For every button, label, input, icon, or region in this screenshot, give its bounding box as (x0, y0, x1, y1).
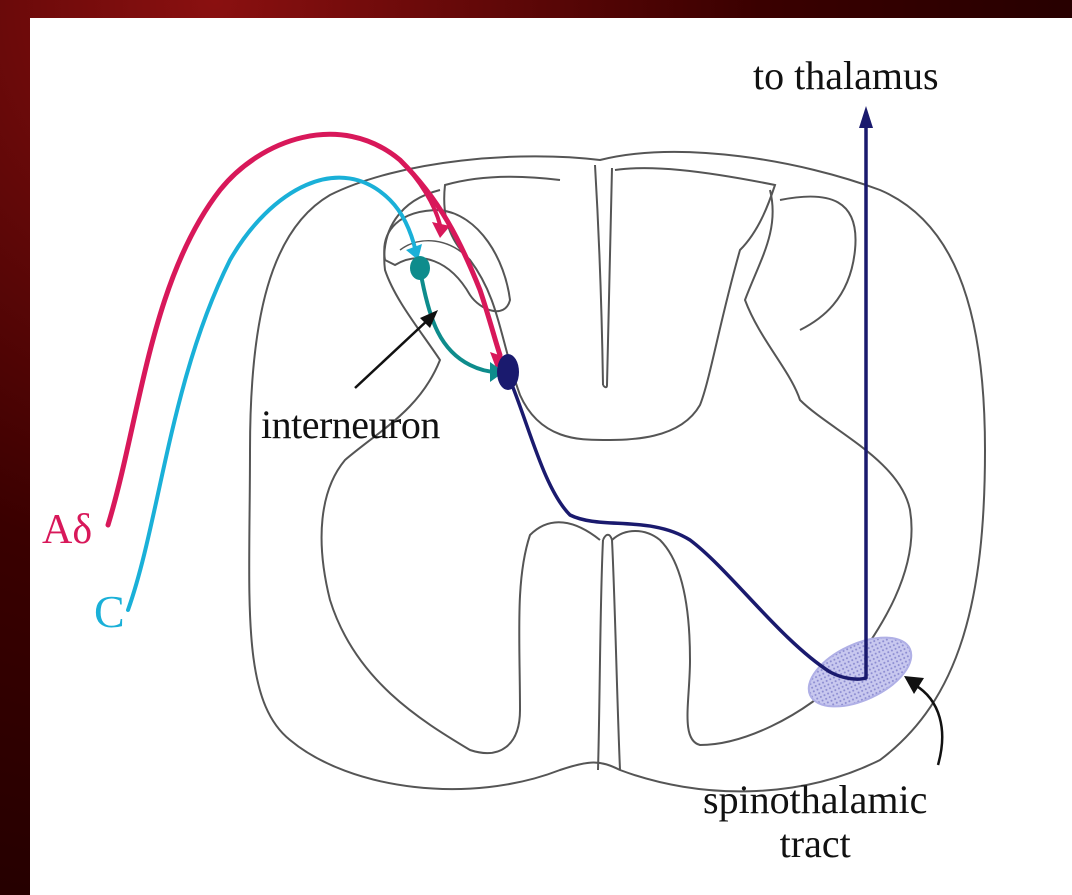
projection-neuron-cell-body (497, 354, 519, 390)
interneuron-axon (422, 280, 497, 372)
tract-pointer-line (915, 685, 942, 765)
spinothalamic-label-line1: spinothalamic (703, 778, 927, 822)
to-thalamus-arrowhead (859, 106, 873, 128)
c-fiber-label: C (94, 585, 125, 638)
interneuron-pointer-line (355, 318, 430, 388)
spinothalamic-tract-label: spinothalamic tract (703, 778, 927, 866)
ventral-median-fissure (598, 535, 620, 770)
to-thalamus-label: to thalamus (753, 52, 939, 99)
interneuron-label: interneuron (261, 401, 440, 448)
dorsal-horn-right-tip (780, 197, 856, 330)
spinothalamic-tract-area (798, 623, 921, 720)
grey-matter-left-horn (322, 190, 600, 753)
spinothalamic-label-line2: tract (703, 822, 927, 866)
dorsal-median-septum (595, 165, 612, 387)
interneuron-cell-body (410, 256, 430, 280)
a-delta-fiber (108, 134, 500, 525)
c-fiber (128, 178, 416, 610)
projection-neuron-axon (512, 120, 866, 679)
tract-pointer-head (904, 676, 924, 694)
a-delta-label: Aδ (42, 506, 92, 554)
